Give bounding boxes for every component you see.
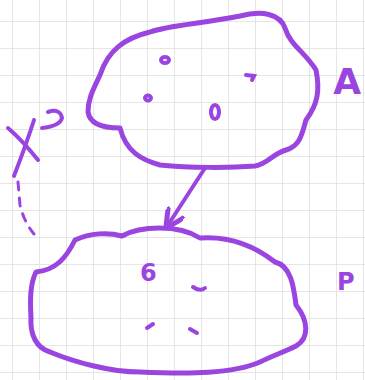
- letter-label: P: [337, 270, 355, 294]
- node-label: A: [333, 64, 361, 100]
- loop-mark: [42, 111, 62, 128]
- dot: [147, 324, 153, 328]
- cloud-outline: [28, 223, 312, 378]
- dot: [211, 105, 219, 119]
- cloud-shape: 6: [28, 223, 312, 378]
- dot: [246, 75, 254, 80]
- dot: [145, 96, 151, 101]
- doodle: [8, 57, 254, 333]
- dot: [193, 287, 205, 290]
- cloud-outline: [31, 228, 306, 373]
- cloud-outline: [86, 6, 322, 172]
- dot: [161, 57, 169, 63]
- node-label: 6: [140, 261, 157, 285]
- arrow-connector: [168, 168, 205, 225]
- dot: [190, 329, 197, 333]
- x-stroke: [14, 120, 34, 176]
- cloud-shape: A: [86, 6, 322, 172]
- dashed-line: [18, 182, 34, 234]
- cloud-outline: [88, 13, 318, 167]
